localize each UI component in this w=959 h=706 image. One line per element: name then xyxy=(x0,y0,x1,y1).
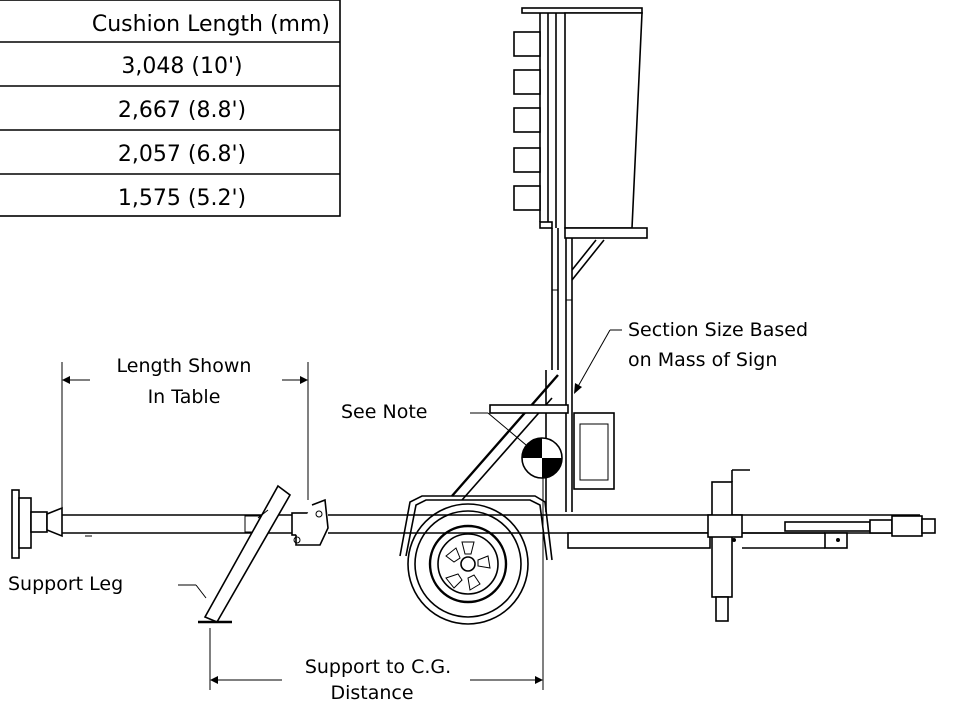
wheel-spokes xyxy=(445,541,491,591)
table-row-4: 1,575 (5.2') xyxy=(118,186,246,211)
support-cg-dimension: Support to C.G. Distance xyxy=(209,462,544,704)
length-shown-label-line1: Length Shown xyxy=(117,355,252,377)
hitch xyxy=(742,515,936,549)
support-leg xyxy=(198,484,292,624)
length-dimension: Length Shown In Table xyxy=(61,355,309,508)
table-row-3: 2,057 (6.8') xyxy=(118,142,246,167)
table-header: Cushion Length (mm) xyxy=(92,12,330,37)
battery-box xyxy=(573,412,615,490)
support-leg-callout: Support Leg xyxy=(8,573,207,599)
cushion-end xyxy=(11,489,63,559)
length-shown-label-line2: In Table xyxy=(148,386,221,408)
sign-panel xyxy=(513,7,648,239)
center-of-gravity-marker xyxy=(521,437,563,479)
see-note-callout: See Note xyxy=(341,401,534,452)
warning-lights xyxy=(513,31,541,211)
section-size-callout: Section Size Based on Mass of Sign xyxy=(574,319,808,394)
support-cg-label-line1: Support to C.G. xyxy=(305,656,451,678)
table-row-1: 3,048 (10') xyxy=(121,54,242,79)
cushion-length-table: Cushion Length (mm) 3,048 (10') 2,667 (8… xyxy=(0,0,341,217)
support-cg-label-line2: Distance xyxy=(330,682,413,704)
support-leg-label: Support Leg xyxy=(8,573,123,595)
mast xyxy=(451,228,605,512)
table-row-2: 2,667 (8.8') xyxy=(118,98,246,123)
wheel-assembly xyxy=(399,495,553,625)
jack-stand xyxy=(707,469,750,622)
see-note-label: See Note xyxy=(341,401,427,423)
section-size-label-line1: Section Size Based xyxy=(628,319,808,341)
section-size-label-line2: on Mass of Sign xyxy=(628,349,777,371)
